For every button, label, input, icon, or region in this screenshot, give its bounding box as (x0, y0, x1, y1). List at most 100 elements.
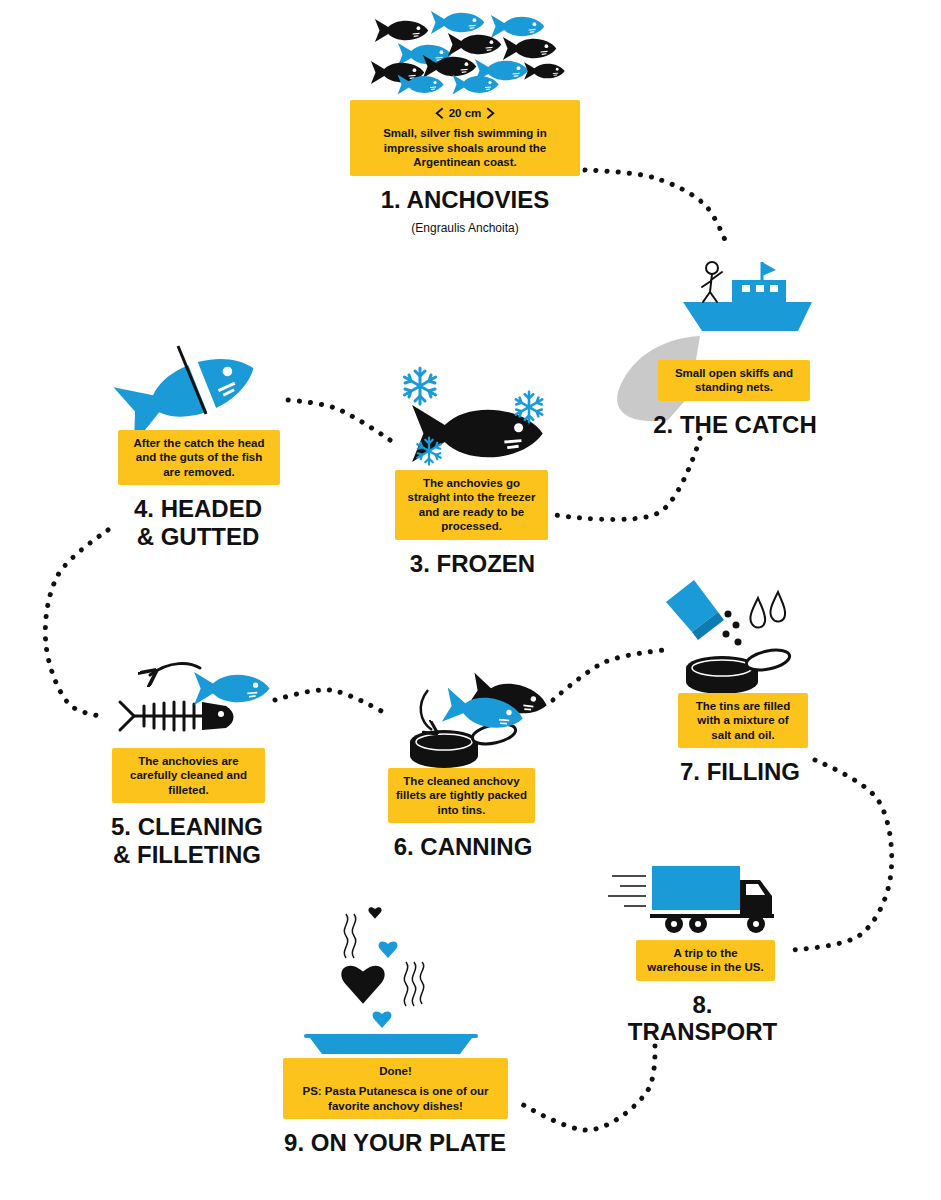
fish-skeleton (120, 664, 270, 730)
step-box: Done! PS: Pasta Putanesca is one of our f… (283, 1058, 508, 1119)
salt-shaker-and-tin-part (735, 639, 742, 646)
step-heading-area: 6. CANNING (383, 833, 543, 861)
frozen-fish (404, 368, 542, 465)
step-description: PS: Pasta Putanesca is one of our favori… (291, 1084, 500, 1113)
fish-skeleton-part-part (120, 702, 134, 730)
fish-shoal-part (431, 11, 484, 34)
fish-shoal-part (453, 75, 499, 95)
delivery-truck-part (747, 915, 765, 933)
dotted-connector (790, 760, 892, 950)
plate-with-hearts-part (341, 966, 384, 1004)
plate-with-hearts-part (310, 1038, 472, 1054)
delivery-truck-part (740, 880, 772, 914)
fishing-boat-part (762, 262, 776, 276)
step-title: 5. CLEANING & FILLETING (102, 813, 272, 868)
step-description: The tins are filled with a mixture of sa… (686, 699, 800, 742)
tin-and-fish-part (442, 688, 526, 736)
process-step: The anchovies are carefully cleaned and … (100, 655, 275, 868)
delivery-truck-part (665, 915, 683, 933)
step-heading-area: 1. ANCHOVIES (Engraulis Anchoita) (345, 186, 585, 236)
frozen-fish-part (404, 368, 435, 404)
salt-shaker-and-tin-part (770, 592, 785, 622)
process-step: After the catch the head and the guts of… (108, 345, 288, 550)
fishing-boat-part (756, 285, 764, 292)
plate-with-hearts-part (306, 1034, 476, 1038)
step-box: The cleaned anchovy fillets are tightly … (388, 768, 535, 823)
process-step: Small open skiffs and standing nets. 2. T… (615, 240, 820, 438)
species-name: (Engraulis Anchoita) (345, 221, 585, 235)
step-box: The anchovies are carefully cleaned and … (112, 748, 265, 803)
step-title: 8. TRANSPORT (615, 991, 790, 1046)
salt-shaker-and-tin-part (692, 612, 724, 640)
process-step: A trip to the warehouse in the US. 8. TRA… (600, 865, 790, 1046)
tin-and-fish-part (416, 734, 472, 750)
fishing-boat-part (770, 285, 778, 292)
delivery-truck-part (671, 921, 677, 927)
salt-shaker-and-tin-part (692, 660, 752, 676)
fish-skeleton-part-part (144, 702, 194, 730)
dotted-connector (288, 400, 390, 440)
fishing-boat-part-part (702, 272, 722, 302)
fishing-boat-part (702, 262, 722, 302)
step-box: A trip to the warehouse in the US. (636, 940, 775, 981)
process-step: 20 cmSmall, silver fish swimming in impr… (345, 8, 585, 235)
tin-and-fish-part (410, 730, 478, 754)
fish-shoal-part (375, 19, 428, 42)
salt-shaker-and-tin-part (723, 631, 730, 638)
delivery-truck-part-part (608, 876, 646, 906)
dotted-connector (515, 1046, 655, 1130)
dotted-connector (275, 690, 383, 712)
step-description: Done! (291, 1064, 500, 1078)
salt-shaker-and-tin-part (733, 622, 740, 629)
plate-with-hearts-part-part (404, 962, 407, 1006)
fish-shoal-part (423, 55, 476, 78)
step-box: The tins are filled with a mixture of sa… (678, 693, 808, 748)
step-description: The cleaned anchovy fillets are tightly … (396, 774, 527, 817)
frozen-fish-part (417, 438, 440, 465)
delivery-truck-part (652, 866, 740, 910)
salt-shaker-and-tin-part (750, 598, 765, 628)
plate-with-hearts-part-part (344, 914, 347, 958)
fish-skeleton-part (120, 664, 204, 730)
salt-shaker-and-tin (666, 580, 791, 694)
process-step: The anchovies go straight into the freez… (390, 365, 555, 577)
frozen-fish-part (516, 392, 543, 423)
delivery-truck-part (689, 915, 707, 933)
dotted-connector (555, 438, 700, 519)
step-description: The anchovies go straight into the freez… (403, 476, 540, 534)
step-title: 1. ANCHOVIES (345, 186, 585, 214)
fishing-boat-part (683, 302, 812, 331)
step-heading-area: 5. CLEANING & FILLETING (102, 813, 272, 868)
cut-fish-part (113, 340, 263, 444)
fish-skeleton-part (218, 711, 224, 717)
fish-shoal-part (491, 15, 544, 38)
dotted-connector (585, 170, 725, 240)
fishing-boat-part (742, 285, 750, 292)
fish-skeleton-part (202, 702, 234, 730)
plate-with-hearts-part (379, 941, 398, 958)
tin-and-fish-part (421, 690, 432, 730)
dimension-text: 20 cm (433, 106, 498, 120)
step-description: After the catch the head and the guts of… (126, 436, 272, 479)
step-description: Small open skiffs and standing nets. (666, 366, 802, 395)
delivery-truck (608, 866, 774, 933)
step-description: A trip to the warehouse in the US. (644, 946, 767, 975)
step-title: 3. FROZEN (390, 550, 555, 578)
cut-fish-part (186, 346, 214, 416)
step-title: 7. FILLING (665, 758, 815, 786)
tin-and-fish (410, 673, 550, 768)
fish-shoal-part (448, 33, 501, 56)
step-title: 2. THE CATCH (650, 411, 820, 439)
step-box: The anchovies go straight into the freez… (395, 470, 548, 540)
plate-with-hearts-part (344, 914, 423, 1006)
salt-shaker-and-tin-part (725, 611, 732, 618)
plate-with-hearts-part (373, 1011, 392, 1028)
dimension-label: 20 cm (358, 106, 572, 120)
step-title: 9. ON YOUR PLATE (275, 1129, 515, 1157)
fishing-boat-part (732, 280, 786, 302)
step-title: 4. HEADED & GUTTED (123, 495, 273, 550)
step-title: 6. CANNING (383, 833, 543, 861)
fish-skeleton-part (194, 672, 269, 705)
